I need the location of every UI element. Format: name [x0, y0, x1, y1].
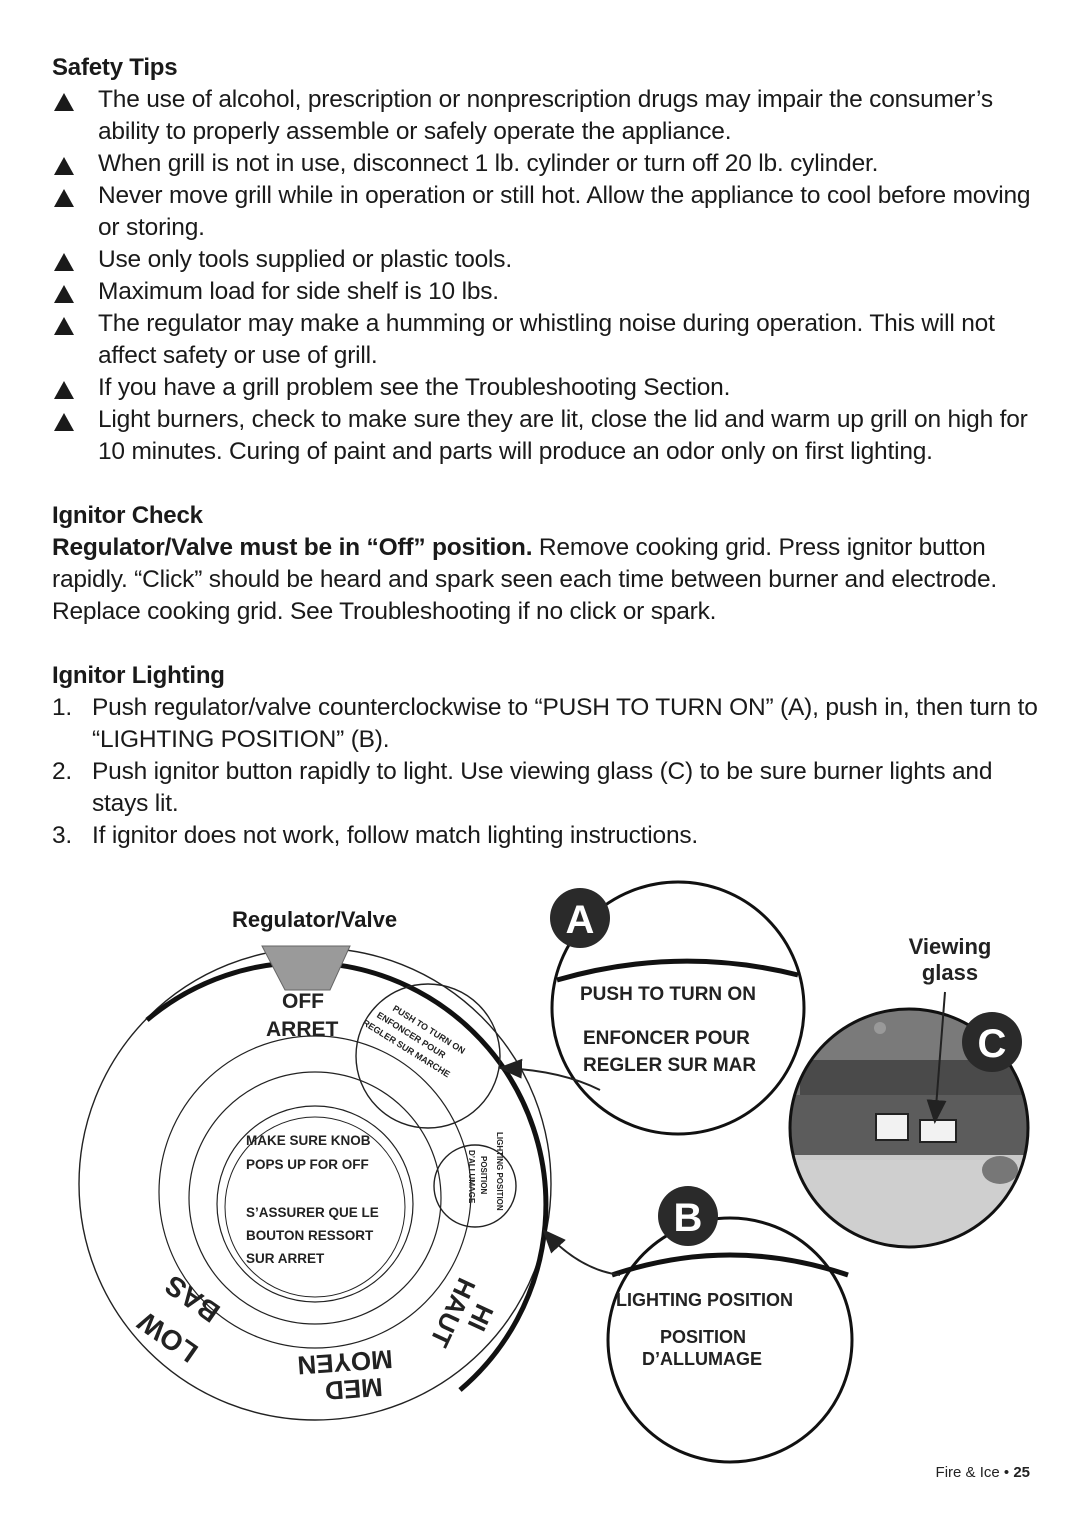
- knob-text-line-3: S’ASSURER QUE LE: [246, 1205, 379, 1220]
- callout-c: C Viewing glass: [788, 934, 1030, 1249]
- knob-text-line-5: SUR ARRET: [246, 1251, 325, 1266]
- off-label: OFF: [282, 990, 324, 1013]
- safety-tips-heading: Safety Tips: [52, 54, 178, 81]
- triangle-bullet-icon: [54, 157, 74, 175]
- list-item: The regulator may make a humming or whis…: [52, 308, 1042, 372]
- ignitor-check-bold: Regulator/Valve must be in “Off” positio…: [52, 534, 533, 561]
- ignitor-check-heading: Ignitor Check: [52, 502, 203, 529]
- position-small: POSITION: [479, 1156, 488, 1194]
- arrow-a-icon: [498, 1058, 601, 1091]
- page-footer: Fire & Ice • 25: [936, 1464, 1030, 1481]
- list-item: If you have a grill problem see the Trou…: [52, 372, 1042, 404]
- triangle-bullet-icon: [54, 317, 74, 335]
- knob-dial: [78, 945, 552, 1421]
- safety-tips-list: The use of alcohol, prescription or nonp…: [52, 84, 1042, 468]
- callout-b-dallumage-text: D’ALLUMAGE: [642, 1349, 762, 1369]
- list-item: Use only tools supplied or plastic tools…: [52, 244, 1042, 276]
- callout-a-regler-text: REGLER SUR MAR: [583, 1055, 756, 1076]
- ignitor-check-paragraph: Regulator/Valve must be in “Off” positio…: [52, 532, 1042, 628]
- arrow-b-icon: [542, 1229, 621, 1276]
- viewing-glass-label-2: glass: [922, 960, 978, 985]
- pointer-indicator: [261, 945, 351, 991]
- callout-a: A PUSH TO TURN ON ENFONCER POUR REGLER S…: [550, 880, 806, 1136]
- knob-text-line-2: POPS UP FOR OFF: [246, 1157, 369, 1172]
- text-column: Safety Tips The use of alcohol, prescrip…: [52, 52, 1042, 852]
- triangle-bullet-icon: [54, 413, 74, 431]
- lighting-position-small: LIGHTING POSITION: [495, 1132, 504, 1211]
- triangle-bullet-icon: [54, 285, 74, 303]
- triangle-bullet-icon: [54, 253, 74, 271]
- lighting-position-zone: [433, 1144, 517, 1228]
- list-item: The use of alcohol, prescription or nonp…: [52, 84, 1042, 148]
- push-to-turn-on-zone: [355, 983, 501, 1129]
- ignitor-lighting-heading: Ignitor Lighting: [52, 662, 225, 689]
- triangle-bullet-icon: [54, 93, 74, 111]
- moyen-label: MOYEN: [296, 1344, 393, 1381]
- callout-b: B LIGHTING POSITION POSITION D’ALLUMAGE: [606, 1186, 854, 1464]
- footer-brand: Fire & Ice •: [935, 1464, 1014, 1481]
- callout-b-lighting-text: LIGHTING POSITION: [616, 1290, 793, 1310]
- list-item: 1.Push regulator/valve counterclockwise …: [52, 694, 1038, 753]
- callout-a-enfoncer-text: ENFONCER POUR: [583, 1028, 750, 1049]
- dallumage-small: D’ALLUMAGE: [467, 1150, 476, 1204]
- list-item: Light burners, check to make sure they a…: [52, 404, 1042, 468]
- list-item: Never move grill while in operation or s…: [52, 180, 1042, 244]
- med-label: MED: [324, 1372, 384, 1406]
- regulator-valve-label: Regulator/Valve: [232, 907, 397, 932]
- list-item: 2.Push ignitor button rapidly to light. …: [52, 758, 993, 817]
- ignitor-lighting-steps: 1.Push regulator/valve counterclockwise …: [52, 692, 1042, 852]
- ignitor-check-text: Remove cooking grid. Press ignitor butto…: [52, 534, 998, 625]
- callout-a-push-text: PUSH TO TURN ON: [580, 984, 756, 1005]
- triangle-bullet-icon: [54, 189, 74, 207]
- callout-b-position-text: POSITION: [660, 1327, 746, 1347]
- list-item: When grill is not in use, disconnect 1 l…: [52, 148, 1042, 180]
- list-item: Maximum load for side shelf is 10 lbs.: [52, 276, 1042, 308]
- knob-text-line-1: MAKE SURE KNOB: [246, 1133, 371, 1148]
- callout-b-letter: B: [674, 1196, 703, 1240]
- callout-a-letter: A: [566, 898, 595, 942]
- list-item: 3.If ignitor does not work, follow match…: [52, 822, 699, 849]
- page-number: 25: [1013, 1464, 1030, 1481]
- callout-c-letter: C: [978, 1022, 1007, 1066]
- triangle-bullet-icon: [54, 381, 74, 399]
- viewing-glass-label-1: Viewing: [909, 934, 992, 959]
- viewing-glass-arrow-icon: [926, 991, 947, 1124]
- arret-label: ARRET: [266, 1018, 339, 1041]
- knob-text-line-4: BOUTON RESSORT: [246, 1228, 374, 1243]
